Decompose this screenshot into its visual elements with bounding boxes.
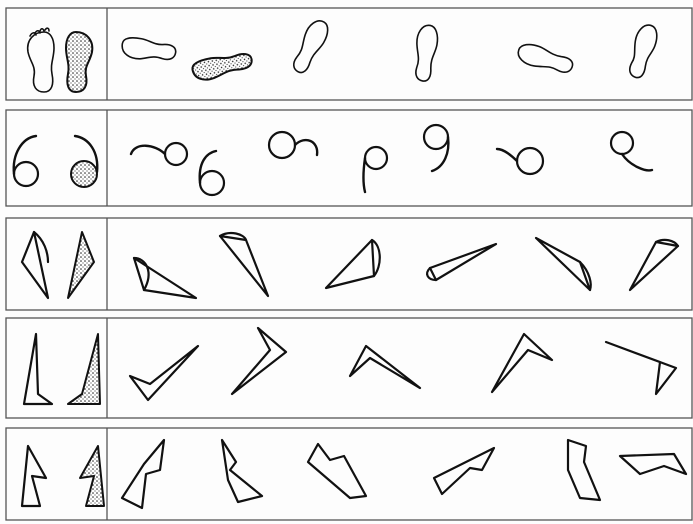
curl-tail-left [14,136,36,174]
reference-zigzag-pair [22,446,104,506]
option-cone-1[interactable] [134,258,196,298]
option-curl-4[interactable] [364,147,388,192]
option-check-2[interactable] [232,328,286,394]
row-frame [6,8,692,100]
option-foot-2[interactable] [191,51,254,82]
foot-outline-left [28,32,54,92]
row-cones [6,218,692,310]
option-foot-6[interactable] [623,22,661,80]
option-check-4[interactable] [492,334,552,392]
reference-curl-pair [14,136,98,187]
option-zigzag-4[interactable] [434,448,494,494]
option-cone-6[interactable] [630,240,678,290]
check-outline-left [24,334,52,404]
check-shaded-right [68,334,100,404]
reference-check-pair [24,334,100,404]
row-zigzag-shapes [6,428,692,520]
option-zigzag-6[interactable] [620,454,686,474]
row-curls [6,110,692,206]
option-zigzag-5[interactable] [568,440,600,500]
zigzag-outline-left [22,446,46,506]
row-feet [6,8,692,100]
option-check-5[interactable] [606,342,676,394]
option-check-1[interactable] [130,346,198,400]
option-curl-7[interactable] [611,132,652,170]
curl-loop-left [14,162,38,186]
option-curl-1[interactable] [131,143,187,165]
row-frame [6,110,692,206]
option-zigzag-3[interactable] [308,444,366,498]
option-cone-4[interactable] [427,244,496,280]
option-curl-6[interactable] [497,148,543,174]
option-foot-5[interactable] [515,40,575,78]
option-foot-3[interactable] [287,17,333,76]
curl-loop-right [71,161,97,187]
option-foot-4[interactable] [410,24,440,83]
cone-outline-left [22,232,48,298]
cone-shaded-right [68,232,94,298]
option-zigzag-1[interactable] [122,440,164,508]
option-curl-2[interactable] [200,151,224,195]
reference-cone-pair [22,232,94,298]
row-frame [6,318,692,418]
option-curl-5[interactable] [424,125,448,171]
option-curl-3[interactable] [269,132,317,158]
option-check-3[interactable] [350,346,420,388]
reference-feet-pair [28,28,93,92]
option-zigzag-2[interactable] [222,440,262,502]
row-check-shapes [6,318,692,418]
zigzag-shaded-right [80,446,104,506]
foot-shaded-right [66,32,92,92]
option-foot-1[interactable] [120,36,177,66]
option-cone-2[interactable] [220,233,268,296]
option-cone-5[interactable] [536,238,591,290]
option-cone-3[interactable] [326,240,380,288]
